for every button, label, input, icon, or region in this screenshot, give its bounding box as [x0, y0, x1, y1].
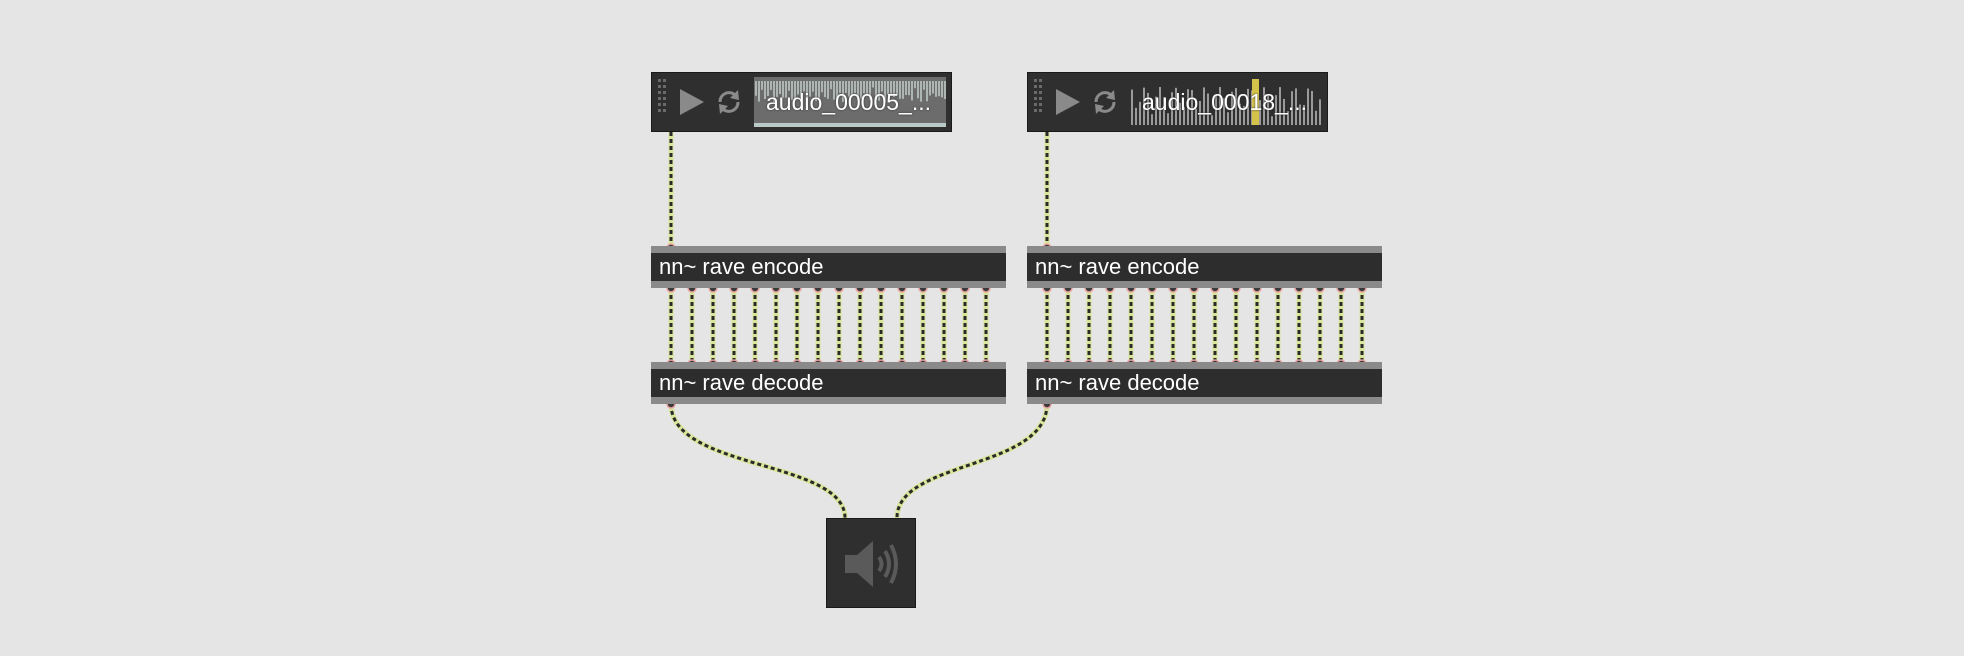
waveform-display[interactable]: audio_00018_... — [1130, 77, 1322, 127]
signal-cord-decoder2-dac-dash — [895, 403, 1049, 519]
play-icon[interactable] — [1054, 87, 1082, 117]
nn-rave-decode-object-1[interactable]: nn~ rave decode — [651, 362, 1006, 404]
loop-icon[interactable] — [714, 87, 744, 117]
play-icon[interactable] — [678, 87, 706, 117]
signal-cord-decoder1-dac[interactable] — [668, 403, 848, 519]
signal-cord-decoder2-dac[interactable] — [894, 403, 1050, 519]
nn-rave-encode-object-1[interactable]: nn~ rave encode — [651, 246, 1006, 288]
nn-rave-encode-object-2[interactable]: nn~ rave encode — [1027, 246, 1382, 288]
playlist-player-2[interactable]: audio_00018_... — [1027, 72, 1328, 132]
waveform-graphic — [1130, 77, 1322, 127]
drag-grip-icon[interactable] — [658, 79, 668, 115]
playlist-filename: audio_00005_... — [766, 89, 931, 115]
signal-cord-decoder1-dac-dash — [669, 403, 847, 519]
object-label: nn~ rave decode — [659, 370, 824, 395]
dac-output-object[interactable] — [826, 518, 916, 608]
playlist-player-1[interactable]: audio_00005_... — [651, 72, 952, 132]
drag-grip-icon[interactable] — [1034, 79, 1044, 115]
object-label: nn~ rave encode — [659, 254, 824, 279]
object-label: nn~ rave encode — [1035, 254, 1200, 279]
waveform-display[interactable]: audio_00005_... — [754, 77, 946, 127]
playlist-filename: audio_00018_... — [1142, 89, 1307, 115]
speaker-icon — [845, 541, 898, 587]
loop-icon[interactable] — [1090, 87, 1120, 117]
object-label: nn~ rave decode — [1035, 370, 1200, 395]
waveform-graphic — [754, 77, 946, 127]
nn-rave-decode-object-2[interactable]: nn~ rave decode — [1027, 362, 1382, 404]
